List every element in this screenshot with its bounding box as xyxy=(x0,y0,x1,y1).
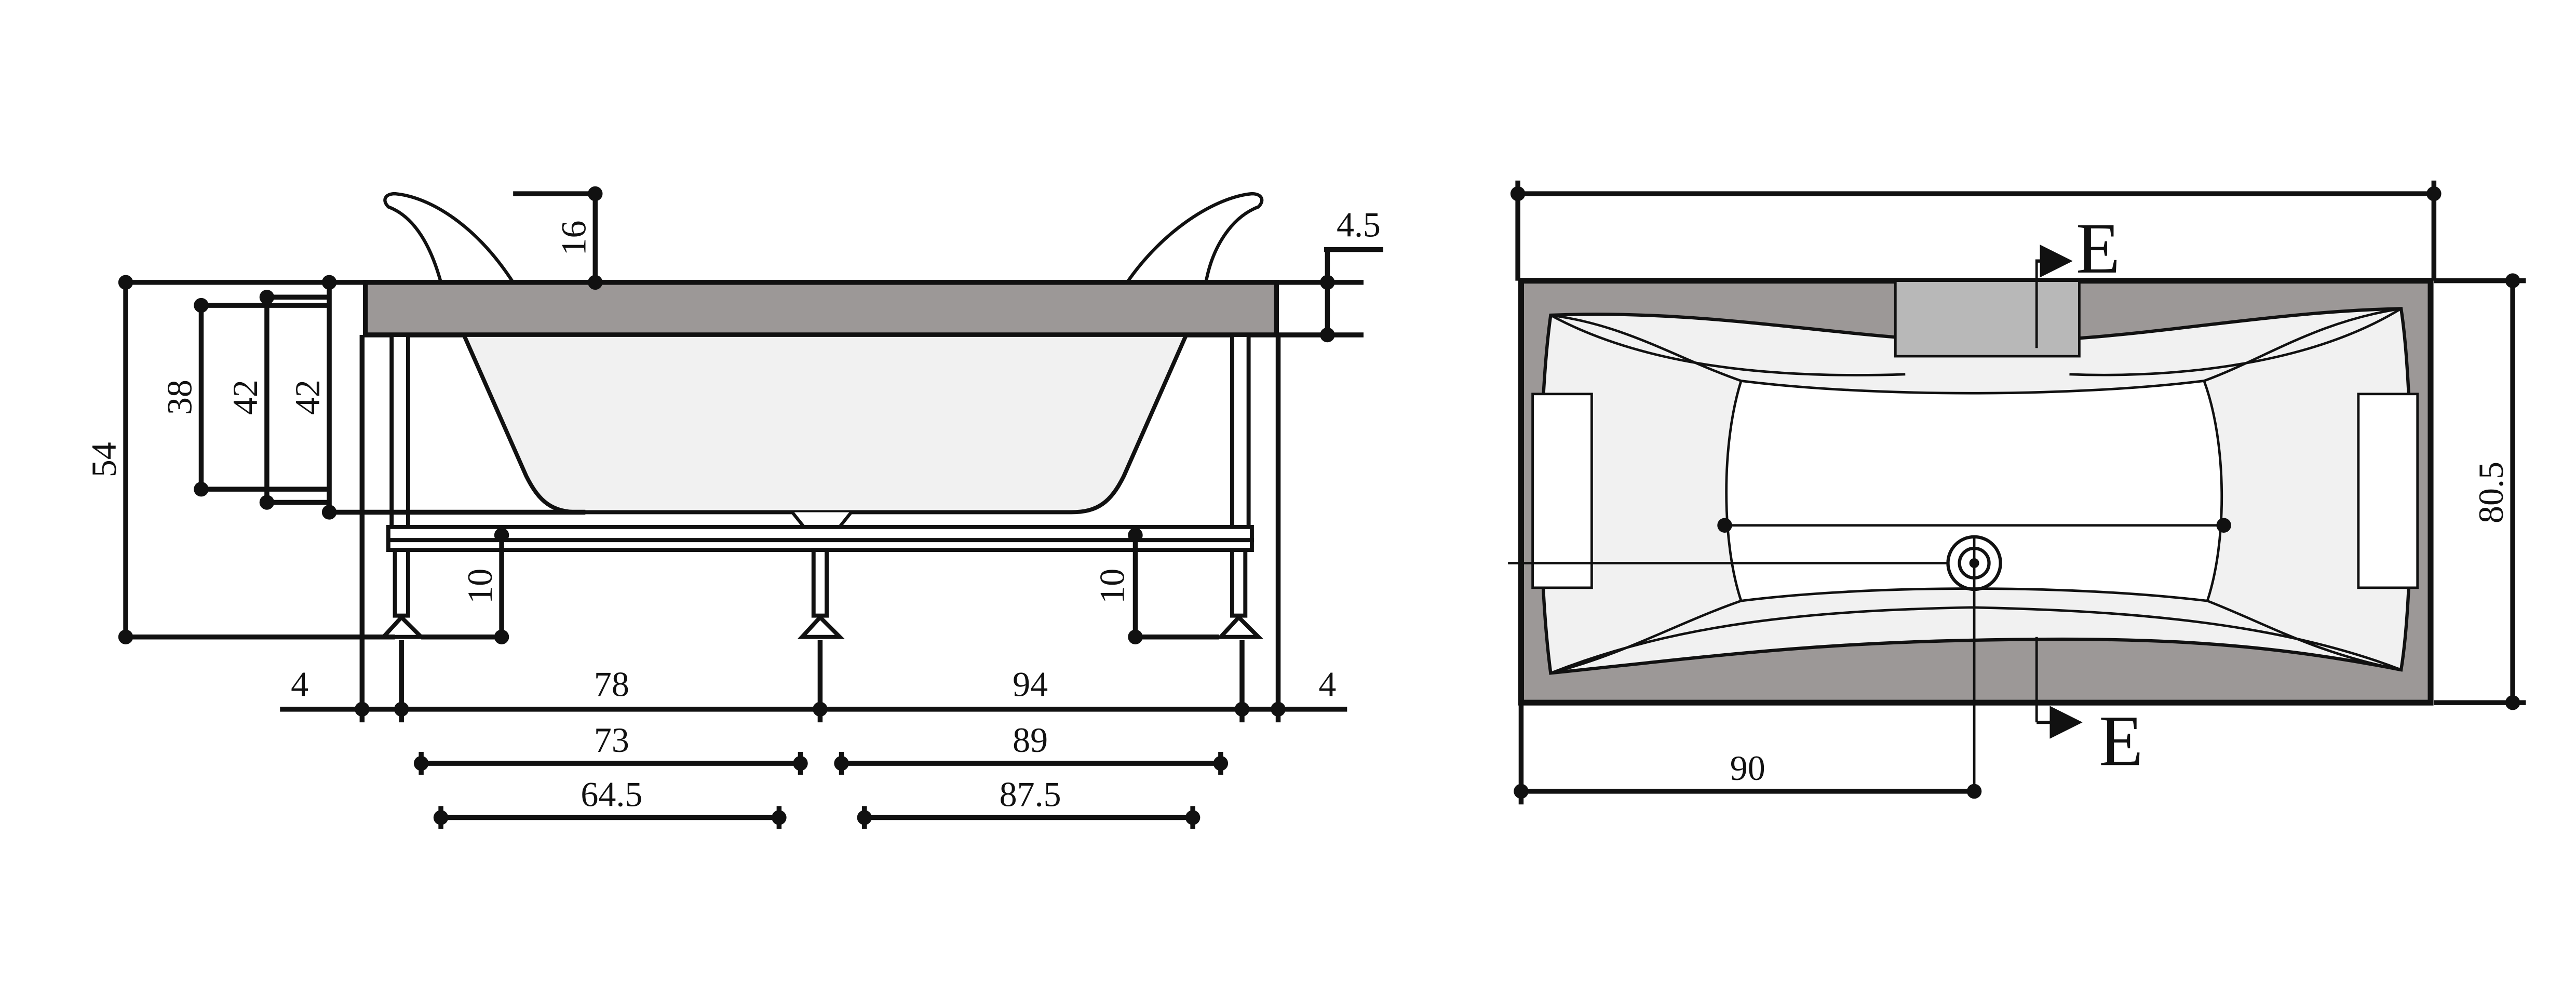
dim-total-height: 54 xyxy=(84,442,124,477)
dim-inner-depth: 38 xyxy=(160,380,199,415)
section-label-bottom: E xyxy=(2099,701,2143,781)
side-basin xyxy=(461,333,1190,515)
top-length-dots xyxy=(1510,186,2442,201)
dim-drain-offset: 90 xyxy=(1730,748,1765,788)
overflow-panel xyxy=(1894,279,2081,358)
top-reference-dots xyxy=(1717,518,2231,533)
dim-overhang-right: 4 xyxy=(1318,665,1336,704)
support-frame xyxy=(379,333,1264,639)
dim-leg-span-left: 78 xyxy=(594,665,629,704)
top-width-dots xyxy=(2505,273,2520,710)
dim-depth-outer: 42 xyxy=(288,380,327,415)
top-view: E E 80.5 90 xyxy=(1508,180,2526,805)
top-reference-lines xyxy=(1508,259,2224,791)
dim-rim-thickness: 4.5 xyxy=(1337,205,1381,244)
dim-overhang-left: 4 xyxy=(291,665,308,704)
dim-span-right-2: 89 xyxy=(1013,720,1048,760)
dim-foot-height-left: 10 xyxy=(460,569,500,604)
right-headrest-pad xyxy=(2357,393,2419,589)
top-floor xyxy=(1725,379,2223,602)
left-headrest-pad xyxy=(1531,393,1593,589)
dim-foot-height-right: 10 xyxy=(1092,569,1131,604)
side-view: 54 38 42 42 16 4.5 10 10 4 4 78 94 73 89… xyxy=(84,186,1383,829)
side-dimension-labels: 54 38 42 42 16 4.5 10 10 4 4 78 94 73 89… xyxy=(84,205,1381,814)
dim-span-right-3: 87.5 xyxy=(1000,774,1061,814)
top-contour-lines xyxy=(1550,307,2402,674)
dim-span-left-2: 73 xyxy=(594,720,629,760)
dim-headrest-height: 16 xyxy=(554,220,593,255)
side-dimension-dots xyxy=(118,186,1335,825)
section-arrows xyxy=(2036,245,2083,739)
side-rim xyxy=(362,280,1279,338)
top-length-dimension xyxy=(1515,180,2437,281)
right-headrest xyxy=(1124,192,1264,284)
top-drain-dots xyxy=(1514,784,1982,799)
dim-leg-span-right: 94 xyxy=(1013,665,1048,704)
dim-span-left-3: 64.5 xyxy=(581,774,642,814)
dim-width: 80.5 xyxy=(2471,462,2511,523)
dim-depth-mid: 42 xyxy=(225,380,265,415)
section-label-top: E xyxy=(2076,209,2120,289)
left-headrest xyxy=(383,192,517,284)
